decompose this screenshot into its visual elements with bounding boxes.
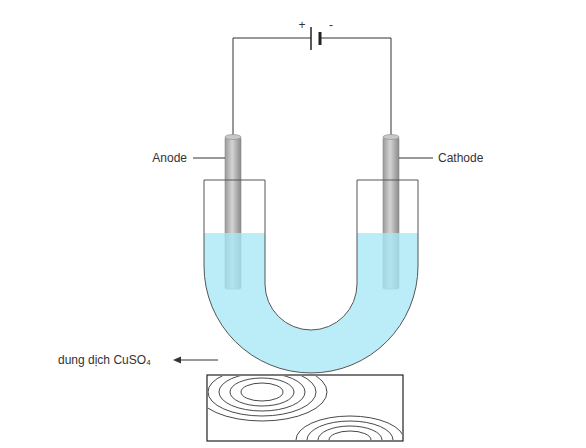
polarity-sign: - [329,19,333,31]
leader-line [180,158,433,360]
wood-grain [329,431,371,440]
polarity-sign: + [298,19,305,31]
u-tube [204,180,418,373]
wood-grain [230,378,294,406]
copper-sulfate-solution [204,233,418,373]
wood-grain [208,376,327,421]
wood-grain [307,421,393,440]
wood-grain [241,383,283,401]
wood-grain [296,416,402,440]
solution-label: dung dịch CuSO₄ [58,354,151,366]
wire [233,38,391,136]
wood-grain [219,376,305,411]
wood-grain [208,376,316,416]
electrode-label: Cathode [438,152,483,164]
wood-grain [318,426,382,440]
arrow-head [173,357,181,364]
battery-symbol [311,27,320,50]
wooden-stand [197,363,404,448]
electrode-label: Anode [152,152,187,164]
